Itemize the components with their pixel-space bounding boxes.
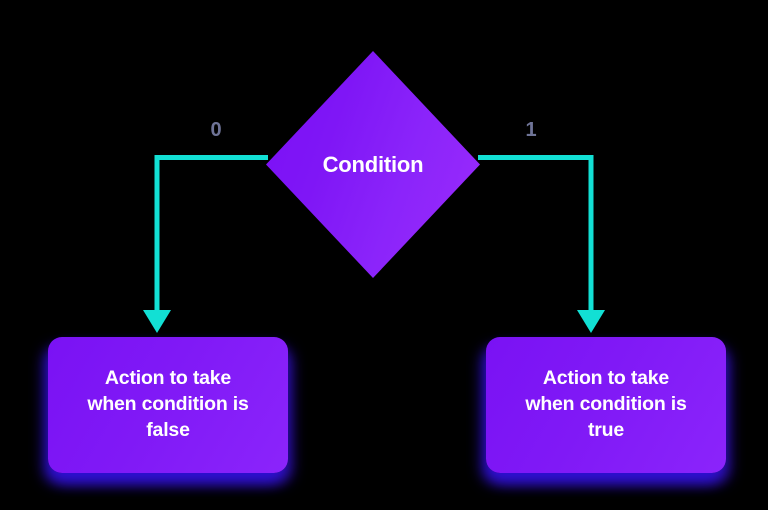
action-node-false[interactable]: Action to take when condition is false <box>48 337 288 473</box>
connector-false-branch <box>143 155 268 333</box>
branch-label-true: 1 <box>525 119 537 141</box>
action-node-true-label: Action to take when condition is true <box>525 367 687 441</box>
branch-label-false: 0 <box>210 119 222 141</box>
action-node-true[interactable]: Action to take when condition is true <box>486 337 726 473</box>
decision-node-label: Condition <box>322 151 424 177</box>
action-node-false-label: Action to take when condition is false <box>87 367 249 441</box>
arrowhead-false-icon <box>143 310 171 333</box>
decision-node-condition[interactable]: Condition <box>266 51 480 278</box>
connector-true-branch <box>478 155 605 333</box>
arrowhead-true-icon <box>577 310 605 333</box>
